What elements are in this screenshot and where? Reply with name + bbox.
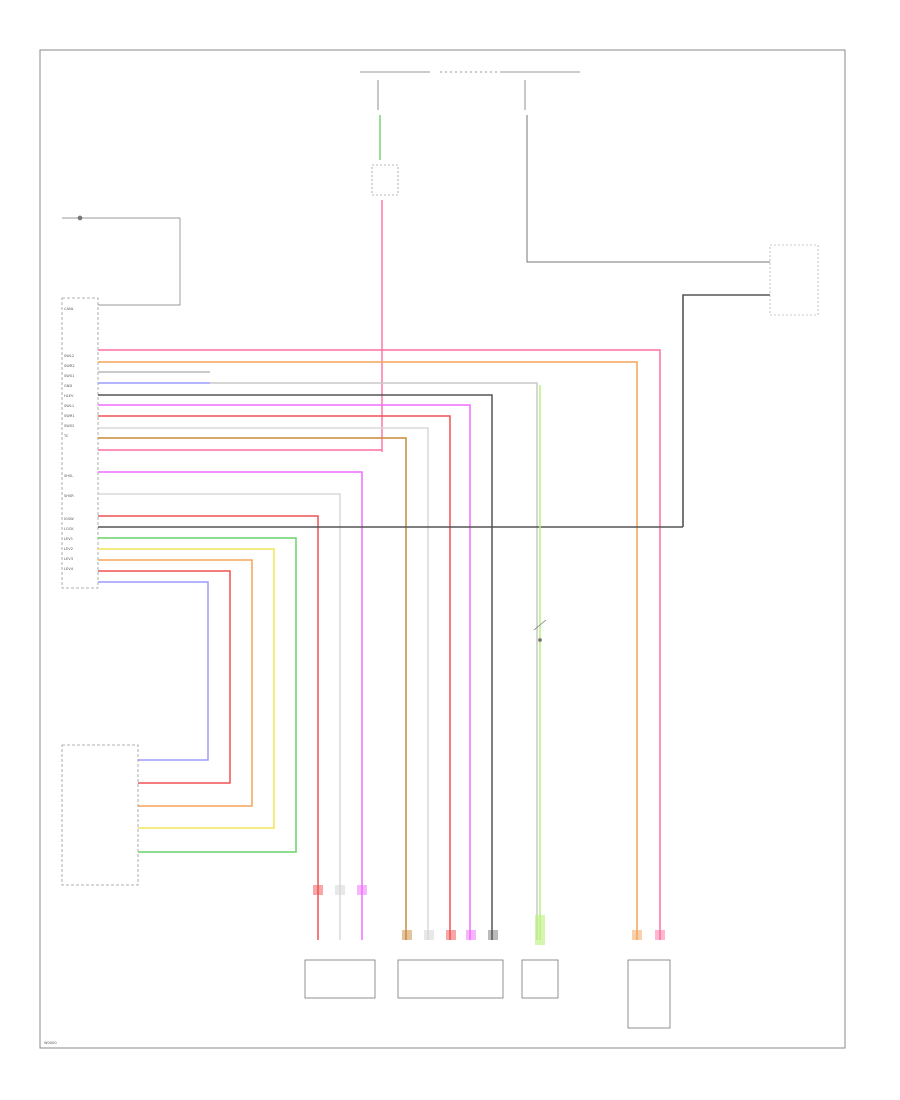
ecu-pin-label: SWR1 bbox=[64, 414, 75, 418]
wire-orange bbox=[98, 361, 638, 940]
ecu-pin-label: LEV4 bbox=[64, 567, 74, 571]
ecu-pin-label: SWL1 bbox=[64, 404, 74, 408]
wire-brown bbox=[98, 437, 407, 940]
ecu-pin-label: GND bbox=[64, 384, 72, 388]
right-headlamp-level-connector bbox=[304, 959, 376, 999]
wire-yellow bbox=[98, 548, 275, 829]
left-headlamp-connector bbox=[61, 744, 139, 886]
switch-top-left bbox=[62, 215, 181, 306]
wire-black bbox=[98, 394, 493, 940]
wire-white-2 bbox=[98, 493, 341, 940]
headlamp-ecu-block bbox=[61, 297, 99, 589]
wire-orange-2 bbox=[98, 559, 253, 807]
generator-box bbox=[521, 959, 559, 999]
wire-blue-2 bbox=[98, 581, 209, 761]
ecu-pin-label: LEV2 bbox=[64, 547, 73, 551]
wire-magenta-2 bbox=[98, 471, 363, 940]
wire-red-3 bbox=[98, 570, 231, 784]
ecu-pin-label: SWL2 bbox=[64, 354, 74, 358]
ecu-pin-label: SWR2 bbox=[64, 364, 75, 368]
page-code: W0000 bbox=[44, 1041, 57, 1045]
wire-red bbox=[98, 415, 451, 940]
bottom-components bbox=[304, 959, 671, 1029]
ecu-pin-label: SWS2 bbox=[64, 424, 74, 428]
ecu-pin-label: SHSR bbox=[64, 494, 74, 498]
wire-black-meter bbox=[682, 294, 770, 527]
ecu-pin-label: HLEV bbox=[64, 394, 74, 398]
wire-lightgray bbox=[210, 382, 538, 940]
ecu-pin-label: LEV1 bbox=[64, 537, 73, 541]
ecu-pin-label: SWS1 bbox=[64, 374, 74, 378]
ecu-pin-labels: CANL SWL2 SWR2 SWS1 GND HLEV SWL1 SWR1 S… bbox=[63, 307, 75, 571]
wire-gray-right-top bbox=[526, 115, 770, 263]
ecu-pin-label: SHSL bbox=[64, 474, 73, 478]
inline-switch bbox=[533, 619, 547, 642]
right-headlamp-connector bbox=[397, 959, 504, 999]
bottom-pin-markers bbox=[313, 885, 665, 945]
diagram-frame bbox=[39, 49, 846, 1049]
wire-magenta bbox=[98, 404, 471, 940]
ecu-pin-label: IGSW bbox=[64, 517, 74, 521]
top-connector-group bbox=[360, 71, 580, 110]
relay-box bbox=[371, 164, 399, 196]
wire-white bbox=[98, 427, 429, 940]
wire-pink bbox=[98, 349, 661, 940]
ecu-pin-label: TC bbox=[63, 434, 69, 438]
combination-meter-box bbox=[769, 244, 819, 316]
wire-green-ecu bbox=[98, 537, 297, 853]
auto-level-sensor-box bbox=[627, 959, 671, 1029]
ecu-pin-label: CANL bbox=[64, 307, 74, 311]
ecu-pin-label: LEV3 bbox=[64, 557, 73, 561]
wire-red-2 bbox=[98, 515, 319, 940]
ecu-wires bbox=[98, 349, 683, 940]
ecu-pin-label: LOCK bbox=[64, 527, 74, 531]
